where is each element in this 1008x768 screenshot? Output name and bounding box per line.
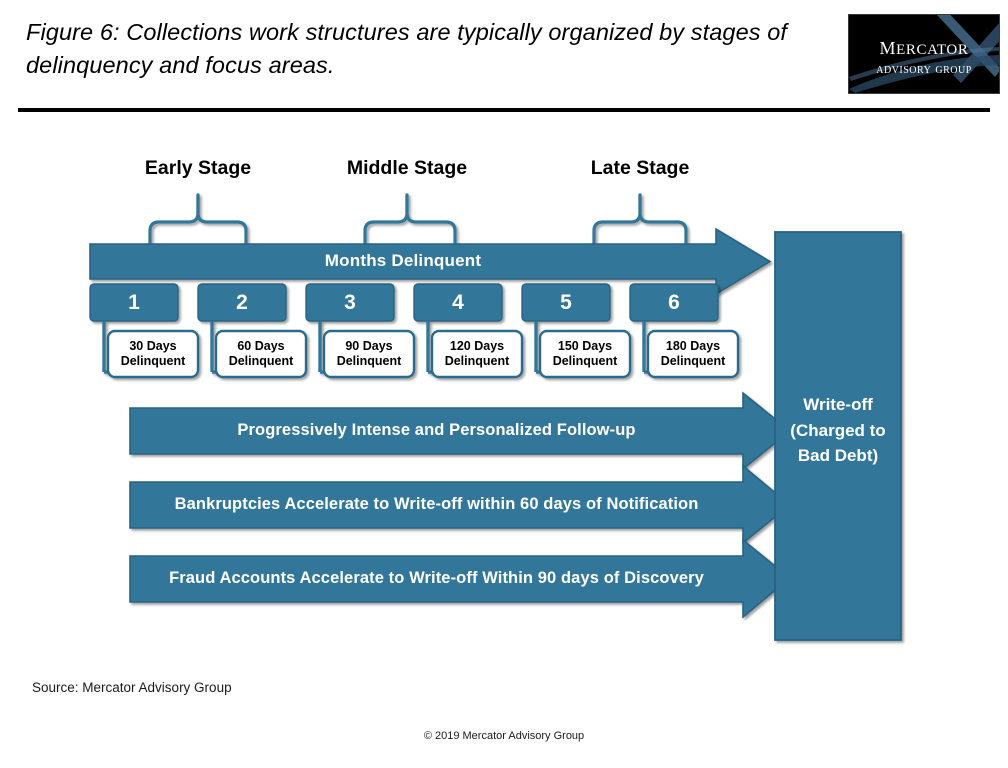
milestone-days-4: 120 Days: [449, 339, 505, 353]
milestone-days-3: 90 Days: [345, 339, 393, 353]
milestone-status-4: Delinquent: [444, 354, 510, 369]
logo-swoosh-graphic: [849, 15, 999, 93]
month-number-6: 6: [668, 291, 680, 314]
milestone-days-6: 180 Days: [665, 339, 721, 353]
milestone-days-5: 150 Days: [557, 339, 613, 353]
milestone-status-6: Delinquent: [660, 354, 726, 369]
milestone-label-5: 150 Days Delinquent: [540, 339, 630, 370]
copyright-note: © 2019 Mercator Advisory Group: [423, 730, 585, 742]
source-note: Source: Mercator Advisory Group: [32, 680, 232, 695]
milestone-status-2: Delinquent: [228, 354, 294, 369]
header-divider: [18, 108, 990, 112]
milestone-label-3: 90 Days Delinquent: [324, 339, 414, 370]
logo-line-primary: MERCATOR: [879, 33, 969, 60]
write-off-line-3: Bad Debt): [797, 446, 879, 465]
stage-label-early: Early Stage: [144, 157, 252, 179]
stage-label-middle: Middle Stage: [346, 157, 468, 179]
stage-brace-early: [148, 193, 248, 245]
flow-label-bankruptcies: Bankruptcies Accelerate to Write-off wit…: [174, 495, 699, 513]
milestone-status-1: Delinquent: [120, 354, 186, 369]
months-delinquent-label: Months Delinquent: [324, 251, 482, 270]
page-title: Figure 6: Collections work structures ar…: [26, 19, 788, 79]
month-number-5: 5: [560, 291, 572, 314]
milestone-days-2: 60 Days: [237, 339, 285, 353]
month-boxes: [89, 283, 719, 322]
stage-label-late: Late Stage: [590, 157, 690, 179]
mercator-logo: MERCATOR ADVISORY GROUP: [848, 14, 1000, 94]
month-number-3: 3: [344, 291, 356, 314]
stage-brace-late: [592, 193, 688, 245]
milestone-days-1: 30 Days: [129, 339, 177, 353]
month-number-1: 1: [128, 291, 140, 314]
month-number-2: 2: [236, 291, 248, 314]
logo-line-secondary: ADVISORY GROUP: [876, 62, 972, 78]
flow-label-fraud: Fraud Accounts Accelerate to Write-off W…: [169, 569, 704, 587]
milestone-status-5: Delinquent: [552, 354, 618, 369]
milestone-label-1: 30 Days Delinquent: [108, 339, 198, 370]
write-off-label: Write-off (Charged to Bad Debt): [777, 392, 899, 469]
milestone-boxes: [106, 329, 740, 379]
month-number-4: 4: [452, 291, 464, 314]
logo-text: MERCATOR ADVISORY GROUP: [849, 34, 999, 78]
write-off-line-2: (Charged to: [790, 420, 886, 440]
milestone-label-4: 120 Days Delinquent: [432, 339, 522, 370]
flow-label-follow-up: Progressively Intense and Personalized F…: [237, 421, 636, 439]
milestone-label-2: 60 Days Delinquent: [216, 339, 306, 370]
milestone-label-6: 180 Days Delinquent: [648, 339, 738, 370]
write-off-line-1: Write-off: [803, 395, 873, 414]
stage-brace-middle: [363, 193, 457, 245]
milestone-status-3: Delinquent: [336, 354, 402, 369]
